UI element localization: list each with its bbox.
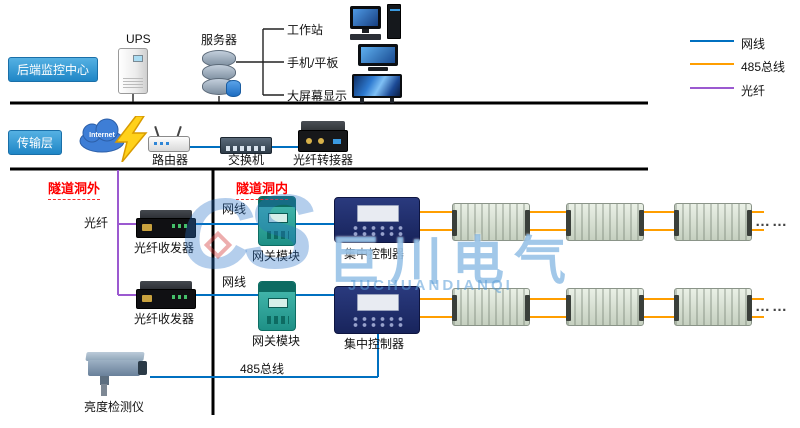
led-driver-2 bbox=[566, 203, 644, 241]
switch-label: 交换机 bbox=[228, 153, 265, 167]
big-screen-icon bbox=[352, 74, 402, 103]
cable-2-label: 网线 bbox=[222, 275, 247, 289]
switch-icon bbox=[220, 137, 272, 154]
internet-cloud-icon: Internet bbox=[78, 118, 126, 154]
server-icon bbox=[202, 50, 241, 97]
transmission-layer-badge: 传输层 bbox=[8, 130, 63, 155]
workstation-icon bbox=[350, 4, 402, 42]
fiber-label: 光纤 bbox=[84, 216, 109, 230]
database-icon bbox=[226, 80, 241, 97]
switch-ports bbox=[226, 146, 268, 151]
mobile-tablet-label: 手机/平板 bbox=[287, 56, 339, 70]
tunnel-inside-label: 隧道洞内 bbox=[236, 178, 289, 200]
legend-cable-label: 网线 bbox=[741, 37, 766, 51]
brightness-detector-icon bbox=[80, 350, 152, 396]
tunnel-outside-label: 隧道洞外 bbox=[48, 178, 101, 200]
gateway-module-1-icon bbox=[258, 196, 296, 246]
keyboard-icon bbox=[350, 34, 381, 40]
gateway-2-label: 网关模块 bbox=[252, 334, 301, 348]
legend-bus-label: 485总线 bbox=[741, 60, 786, 74]
fiber-transceiver-2-icon bbox=[136, 281, 196, 309]
bus-485-label: 485总线 bbox=[240, 362, 285, 376]
router-label: 路由器 bbox=[152, 153, 189, 167]
led-driver-6 bbox=[674, 288, 752, 326]
controller-2-label: 集中控制器 bbox=[344, 337, 405, 351]
controller-1-label: 集中控制器 bbox=[344, 247, 405, 261]
fiber-adapter-label: 光纤转接器 bbox=[293, 153, 354, 167]
mobile-tablet-icon bbox=[356, 44, 402, 72]
ups-label: UPS bbox=[126, 32, 151, 46]
led-driver-5 bbox=[566, 288, 644, 326]
internet-label: Internet bbox=[89, 132, 115, 139]
tablet-screen-icon bbox=[358, 44, 398, 66]
big-screen-label: 大屏幕显示 bbox=[287, 89, 348, 103]
pc-tower-icon bbox=[387, 4, 401, 39]
ellipsis-1: …… bbox=[755, 213, 789, 230]
cloud-shape bbox=[79, 118, 125, 153]
video-wall-icon bbox=[352, 74, 402, 98]
ups-screen bbox=[133, 55, 143, 62]
server-label: 服务器 bbox=[201, 33, 238, 47]
fiber-transceiver-1-label: 光纤收发器 bbox=[134, 241, 195, 255]
fiber-adapter-icon bbox=[298, 121, 348, 152]
workstation-label: 工作站 bbox=[287, 23, 324, 37]
gateway-1-label: 网关模块 bbox=[252, 249, 301, 263]
fiber-transceiver-1-icon bbox=[136, 210, 196, 238]
gateway-module-2-icon bbox=[258, 281, 296, 331]
ups-vent bbox=[123, 78, 143, 88]
monitor-icon bbox=[350, 6, 381, 29]
brightness-detector-label: 亮度检测仪 bbox=[84, 400, 145, 414]
camera-lens-icon bbox=[138, 361, 147, 375]
central-controller-1-icon bbox=[334, 197, 420, 243]
legend-fiber-label: 光纤 bbox=[741, 84, 766, 98]
lightning-icon bbox=[114, 115, 148, 163]
led-driver-1 bbox=[452, 203, 530, 241]
central-controller-2-icon bbox=[334, 286, 420, 334]
fiber-transceiver-2-label: 光纤收发器 bbox=[134, 312, 195, 326]
ellipsis-2: …… bbox=[755, 298, 789, 315]
router-icon bbox=[148, 125, 190, 152]
ups-icon bbox=[118, 48, 148, 94]
backend-center-badge: 后端监控中心 bbox=[8, 57, 99, 82]
led-driver-4 bbox=[452, 288, 530, 326]
led-driver-3 bbox=[674, 203, 752, 241]
cable-1-label: 网线 bbox=[222, 202, 247, 216]
